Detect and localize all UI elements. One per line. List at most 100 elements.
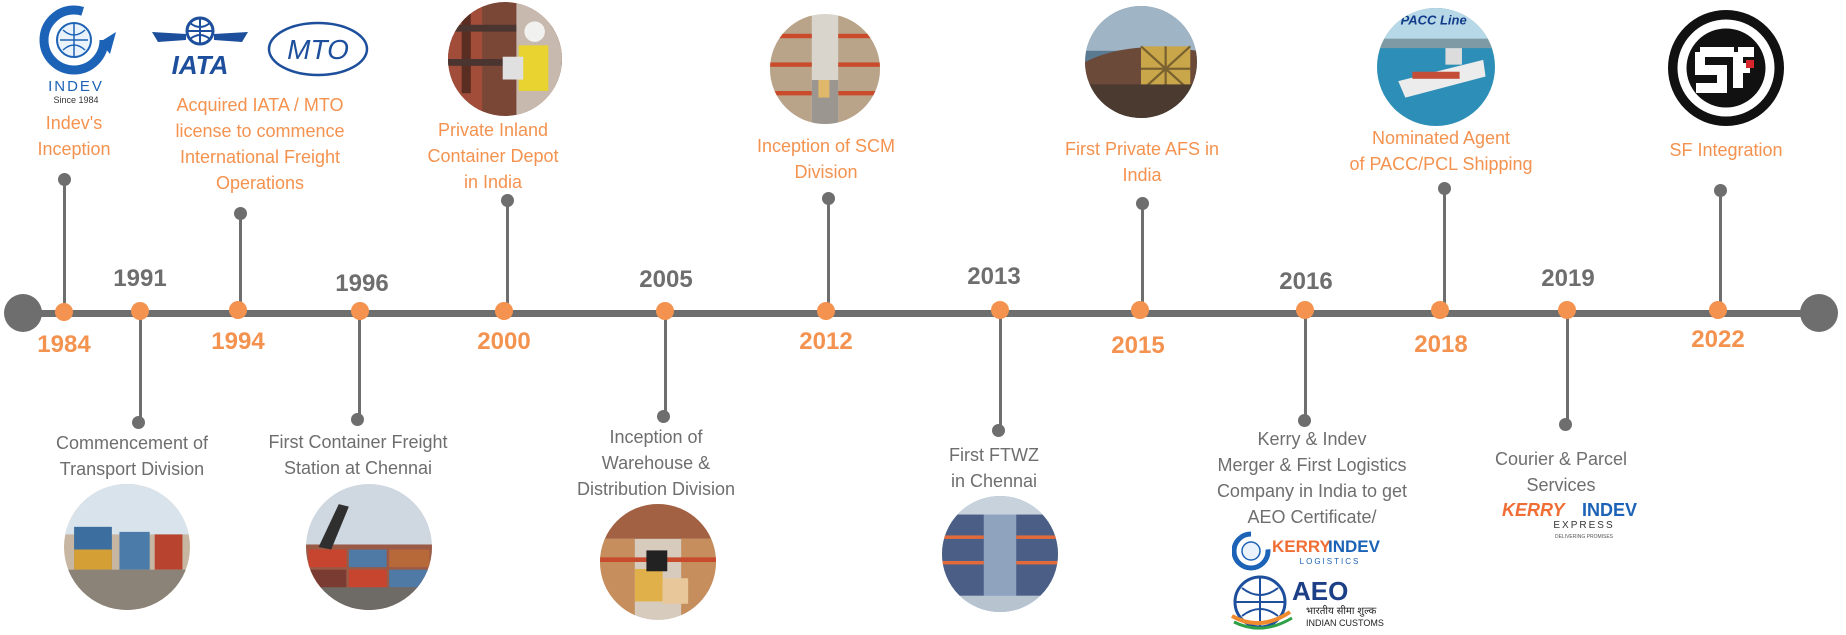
node-2015 — [1131, 301, 1149, 319]
caption-2018: Nominated Agent of PACC/PCL Shipping — [1349, 128, 1533, 174]
trucks-photo — [64, 484, 190, 610]
caption-2016: Kerry & Indev Merger & First Logistics C… — [1216, 429, 1408, 527]
kerry-express-tag-text: DELIVERING PROMISES — [1555, 534, 1614, 540]
year-label-2012: 2012 — [799, 328, 853, 355]
stem-tip-1991 — [132, 416, 145, 429]
timeline-start-cap — [4, 294, 42, 332]
stem-2000 — [506, 200, 509, 311]
year-label-2005: 2005 — [639, 266, 693, 293]
stem-1991 — [139, 312, 142, 422]
indev-logo-since: Since 1984 — [53, 95, 98, 105]
stem-2013 — [999, 312, 1002, 430]
kerry-express-indev-text: INDEV — [1582, 500, 1637, 520]
sf-logo-icon: SF — [1666, 8, 1786, 128]
kerry-logistics-kerry-text: KERRY — [1272, 537, 1332, 556]
node-2016 — [1296, 301, 1314, 319]
caption-2000: Private Inland Container Depot in India — [427, 120, 559, 192]
indev-logo-icon: INDEV Since 1984 — [30, 2, 122, 106]
kerry-logistics-sub-text: LOGISTICS — [1300, 557, 1361, 566]
year-label-1994: 1994 — [211, 328, 265, 355]
kerry-logistics-indev-text: INDEV — [1328, 537, 1381, 556]
aeo-hindi-text: भारतीय सीमा शुल्क — [1306, 605, 1377, 617]
kerry-indev-express-logo-icon: KERRY INDEV EXPRESS DELIVERING PROMISES — [1498, 498, 1670, 540]
air-freight-photo — [1085, 6, 1197, 118]
node-2000 — [495, 302, 513, 320]
caption-2015: First Private AFS in India — [1064, 139, 1220, 185]
sf-logo-text: SF — [1725, 123, 1727, 125]
stem-tip-2000 — [501, 194, 514, 207]
year-label-1996: 1996 — [335, 270, 389, 297]
stem-tip-2022 — [1714, 184, 1727, 197]
stem-tip-1996 — [351, 413, 364, 426]
aeo-logo-icon: AEO भारतीय सीमा शुल्क INDIAN CUSTOMS — [1230, 574, 1388, 630]
node-2022 — [1709, 301, 1727, 319]
stem-tip-2012 — [822, 192, 835, 205]
stem-1984 — [63, 179, 66, 312]
container-yard-photo — [306, 484, 432, 610]
node-2005 — [656, 302, 674, 320]
ftwz-warehouse-photo — [942, 496, 1058, 612]
pacc-logo-text: PACC Line — [1401, 13, 1467, 28]
stem-tip-2013 — [992, 424, 1005, 437]
mto-logo-icon: MTO — [266, 20, 370, 78]
year-label-2000: 2000 — [477, 328, 531, 355]
year-label-2019: 2019 — [1541, 265, 1595, 292]
node-1994 — [229, 301, 247, 319]
year-label-2013: 2013 — [967, 263, 1021, 290]
iata-logo-icon: IATA — [150, 12, 250, 80]
year-label-2022: 2022 — [1691, 326, 1745, 353]
caption-1991: Commencement of Transport Division — [55, 433, 209, 479]
year-label-2016: 2016 — [1279, 268, 1333, 295]
warehouse-forklift-photo — [600, 504, 716, 620]
caption-1984: Indev's Inception — [37, 113, 111, 159]
stem-tip-1984 — [58, 173, 71, 186]
caption-2019: Courier & Parcel Services — [1494, 449, 1628, 495]
stem-2022 — [1719, 190, 1722, 310]
caption-2012: Inception of SCM Division — [756, 136, 896, 182]
year-label-1984: 1984 — [37, 331, 91, 358]
timeline-end-cap — [1800, 294, 1838, 332]
stem-2015 — [1141, 203, 1144, 310]
stem-tip-2005 — [657, 410, 670, 423]
indev-logo-name: INDEV — [48, 78, 104, 95]
stem-tip-2018 — [1438, 182, 1451, 195]
kerry-express-sub-text: EXPRESS — [1553, 520, 1614, 531]
kerry-express-kerry-text: KERRY — [1502, 500, 1567, 520]
caption-2013: First FTWZ in Chennai — [949, 445, 1039, 491]
stem-tip-2015 — [1136, 197, 1149, 210]
pacc-ship-photo: PACC Line — [1377, 8, 1495, 126]
caption-2022: SF Integration — [1669, 140, 1783, 160]
stem-tip-2016 — [1298, 414, 1311, 427]
depot-worker-photo — [448, 2, 562, 116]
timeline-axis — [24, 310, 1820, 317]
aeo-sub-text: INDIAN CUSTOMS — [1306, 618, 1384, 628]
stem-tip-2019 — [1559, 418, 1572, 431]
node-2018 — [1431, 301, 1449, 319]
stem-tip-1994 — [234, 207, 247, 220]
node-1991 — [131, 302, 149, 320]
caption-1996: First Container Freight Station at Chenn… — [268, 432, 448, 478]
scm-warehouse-photo — [770, 14, 880, 124]
stem-2018 — [1443, 188, 1446, 310]
year-label-2018: 2018 — [1414, 331, 1468, 358]
mto-logo-text: MTO — [287, 34, 349, 65]
stem-2005 — [664, 312, 667, 416]
aeo-title-text: AEO — [1292, 576, 1348, 606]
iata-logo-text: IATA — [172, 50, 229, 78]
node-1984 — [55, 303, 73, 321]
stem-2012 — [827, 198, 830, 311]
stem-2019 — [1566, 312, 1569, 424]
node-2013 — [991, 301, 1009, 319]
year-label-1991: 1991 — [113, 265, 167, 292]
stem-1994 — [239, 213, 242, 311]
year-label-2015: 2015 — [1111, 332, 1165, 359]
caption-2005: Inception of Warehouse & Distribution Di… — [576, 427, 736, 499]
node-2012 — [817, 302, 835, 320]
node-2019 — [1558, 301, 1576, 319]
stem-1996 — [358, 312, 361, 419]
node-1996 — [351, 302, 369, 320]
stem-2016 — [1304, 312, 1307, 420]
kerry-indev-logistics-logo-icon: KERRY INDEV LOGISTICS — [1231, 530, 1396, 572]
caption-1994: Acquired IATA / MTO license to commence … — [175, 95, 345, 193]
